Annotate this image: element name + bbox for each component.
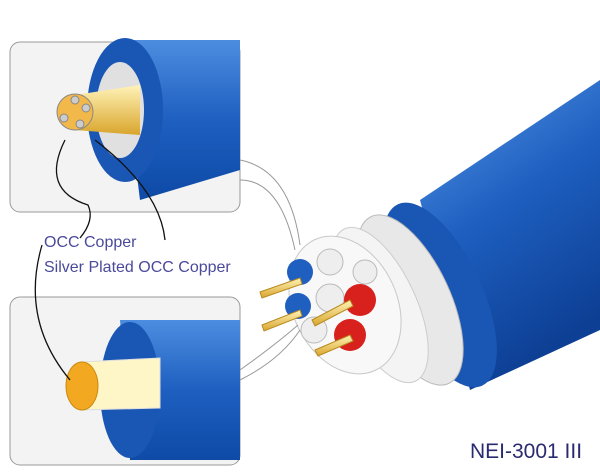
model-name: NEI-3001 III [470,440,583,463]
label-silver-plated-occ-copper: Silver Plated OCC Copper [44,259,231,276]
inset-bottom [9,296,241,466]
callout-lines [239,159,301,381]
inset-top [9,38,241,213]
label-occ-copper: OCC Copper [44,234,137,251]
leader-lines [34,139,166,381]
main-cable [259,80,600,390]
